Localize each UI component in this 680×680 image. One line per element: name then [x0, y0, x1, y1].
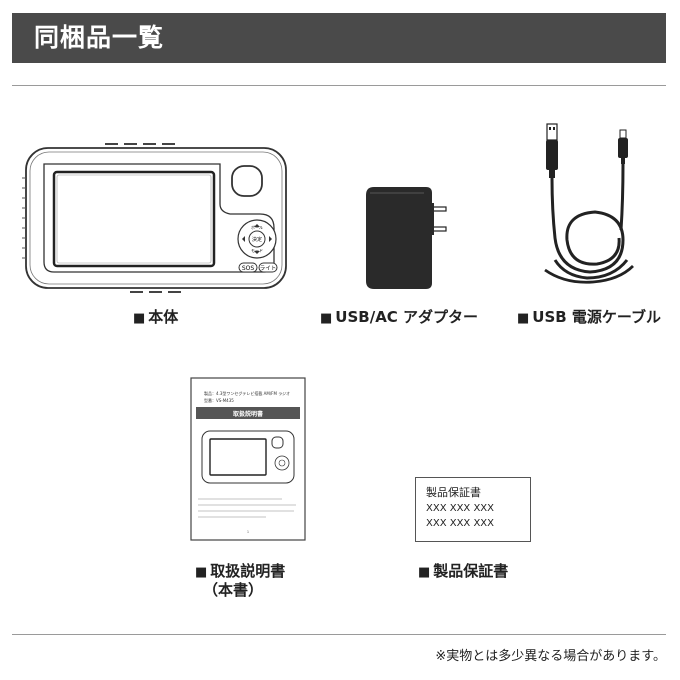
enter-button-label: 決定 — [252, 236, 262, 243]
manual-model-line: 型番：VS-M435 — [204, 397, 234, 403]
warranty-card-line-1: XXX XXX XXX — [426, 503, 495, 514]
page-title: 同梱品一覧 — [34, 23, 165, 52]
warranty-label: ■製品保証書 — [418, 562, 509, 580]
main-unit-illustration: ボール 決定 モード SOS ライト — [22, 143, 287, 293]
manual-sub-label: （本書） — [203, 581, 264, 599]
svg-text:1: 1 — [247, 530, 249, 534]
manual-title-bar: 取扱説明書 — [233, 410, 263, 418]
section-header: 同梱品一覧 — [12, 13, 666, 63]
top-divider — [12, 85, 666, 86]
volume-label: ボール — [251, 224, 263, 230]
sos-button-label: SOS — [242, 265, 255, 272]
manual-product-line: 製品：4.3型ワンセグテレビ搭載 AM/FM ラジオ — [204, 390, 290, 396]
manual-label: ■取扱説明書 — [195, 562, 286, 580]
main-unit-label: ■本体 — [133, 308, 179, 326]
footnote: ※実物とは多少異なる場合があります。 — [435, 649, 666, 664]
warranty-card-title: 製品保証書 — [426, 486, 481, 499]
warranty-card-line-2: XXX XXX XXX — [426, 518, 495, 529]
mode-label: モード — [251, 248, 263, 253]
manual-illustration: 製品：4.3型ワンセグテレビ搭載 AM/FM ラジオ 型番：VS-M435 取扱… — [190, 377, 306, 541]
cable-label: ■USB 電源ケーブル — [517, 308, 662, 326]
bottom-divider — [12, 634, 666, 635]
warranty-card: 製品保証書 XXX XXX XXX XXX XXX XXX — [415, 477, 531, 542]
cable-illustration — [544, 123, 634, 284]
adapter-label: ■USB/AC アダプター — [320, 308, 479, 326]
adapter-illustration — [366, 187, 447, 289]
light-button-label: ライト — [260, 265, 277, 272]
